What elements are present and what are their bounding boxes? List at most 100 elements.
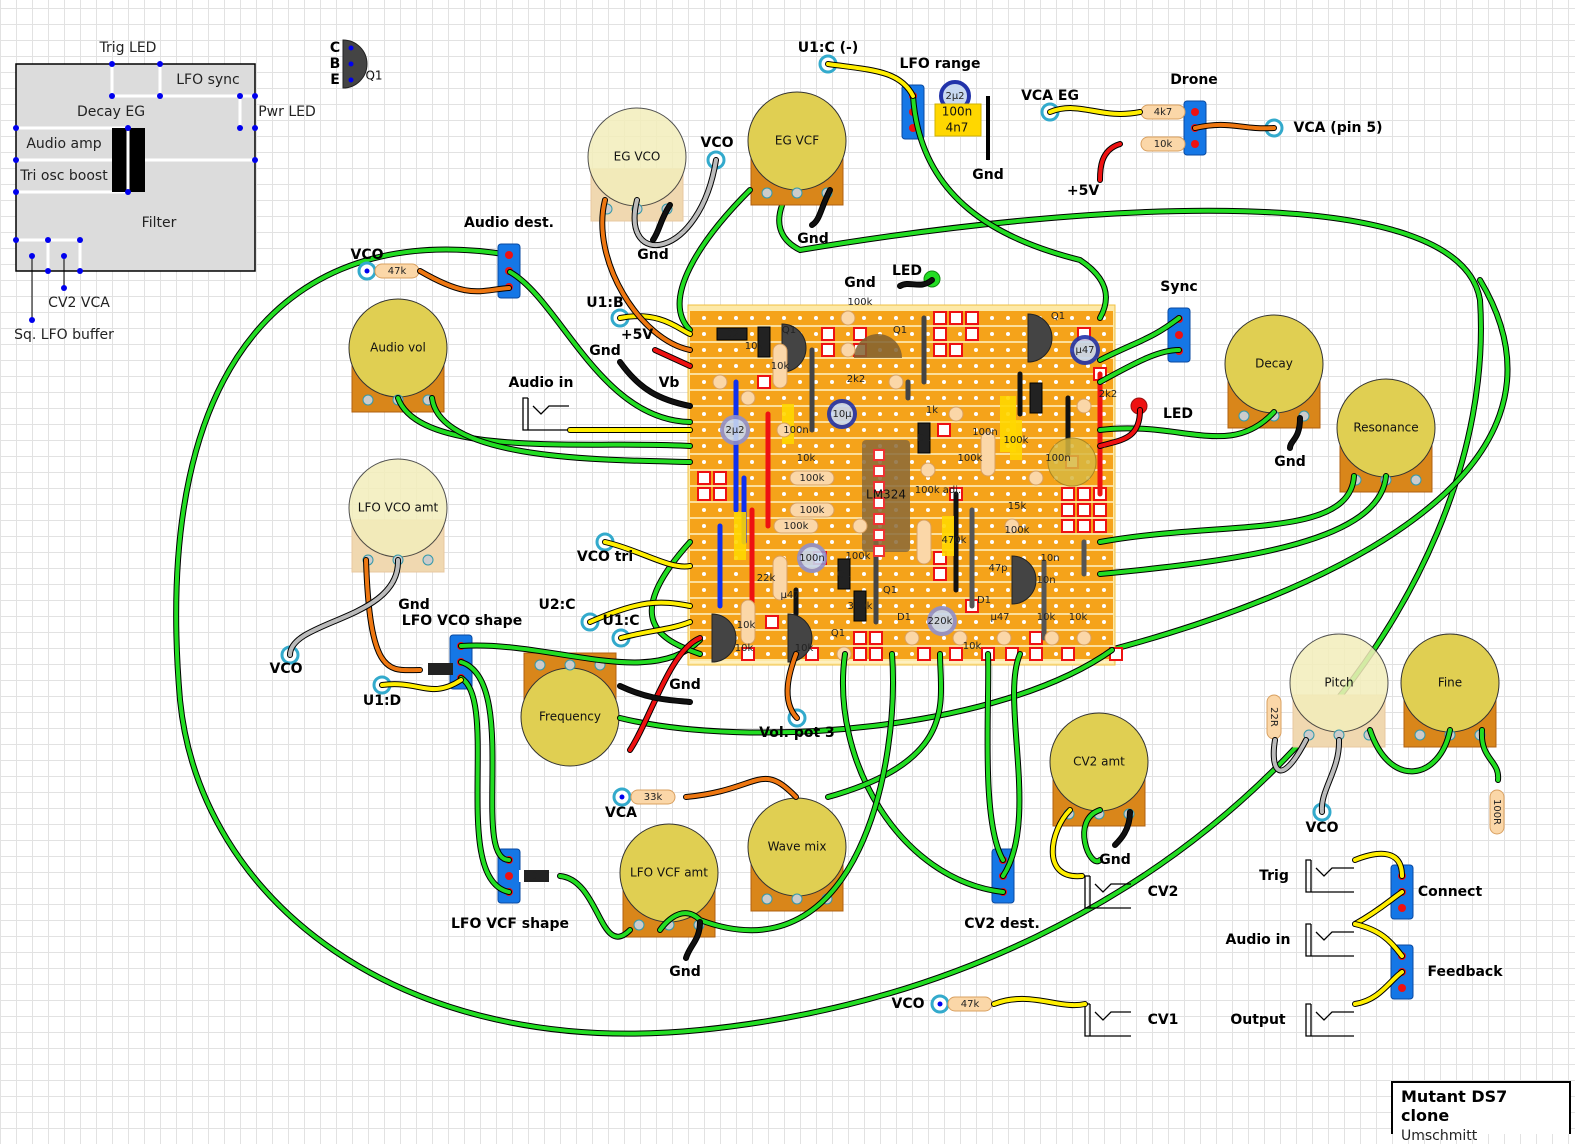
audio-jack[interactable] bbox=[1084, 875, 1131, 909]
track-cut bbox=[1029, 647, 1043, 661]
hole bbox=[1038, 620, 1042, 624]
hole bbox=[718, 396, 722, 400]
legend-label: Trig LED bbox=[99, 40, 157, 56]
audio-jack[interactable] bbox=[1084, 1003, 1131, 1037]
text-label: Trig bbox=[1259, 868, 1289, 884]
resistor-value: 47k bbox=[961, 999, 980, 1010]
track-cut bbox=[869, 647, 883, 661]
track-cut bbox=[853, 647, 867, 661]
hole bbox=[750, 380, 754, 384]
hole bbox=[942, 412, 946, 416]
hole bbox=[910, 652, 914, 656]
audio-jack[interactable] bbox=[1305, 1003, 1354, 1037]
hole bbox=[1022, 540, 1026, 544]
legend-label: Filter bbox=[142, 215, 177, 231]
hole bbox=[1054, 332, 1058, 336]
hole bbox=[1022, 492, 1026, 496]
board-component-label: 10k bbox=[771, 361, 790, 372]
switch-lug bbox=[1175, 331, 1183, 339]
hole bbox=[798, 588, 802, 592]
hole bbox=[894, 636, 898, 640]
hole bbox=[878, 588, 882, 592]
wire-red bbox=[1098, 408, 1142, 448]
hole bbox=[750, 316, 754, 320]
text-label: VCA (pin 5) bbox=[1293, 120, 1382, 136]
board-component-label: 100n bbox=[972, 427, 997, 438]
transistor bbox=[854, 334, 902, 358]
audio-jack[interactable] bbox=[522, 397, 569, 431]
node-dot bbox=[13, 125, 19, 131]
transistor bbox=[781, 323, 807, 373]
wire-green bbox=[1098, 316, 1181, 362]
hole bbox=[910, 460, 914, 464]
text-label: Audio in bbox=[1226, 932, 1291, 948]
hole bbox=[1006, 460, 1010, 464]
board-component-label: 10µ bbox=[832, 409, 852, 420]
hole bbox=[1038, 524, 1042, 528]
audio-jack[interactable] bbox=[1305, 859, 1354, 893]
hole bbox=[958, 396, 962, 400]
pot-lug bbox=[791, 187, 803, 199]
text-label: LFO VCF shape bbox=[451, 916, 569, 932]
hole bbox=[1006, 476, 1010, 480]
track-cut bbox=[821, 327, 835, 341]
hole bbox=[878, 428, 882, 432]
hole bbox=[766, 556, 770, 560]
text-label: Gnd bbox=[1099, 852, 1130, 868]
diode bbox=[423, 663, 453, 675]
switch-lug bbox=[1191, 108, 1199, 116]
audio-jack[interactable] bbox=[1305, 923, 1354, 957]
hole bbox=[1038, 444, 1042, 448]
hole bbox=[958, 332, 962, 336]
hole bbox=[798, 380, 802, 384]
pot-lug bbox=[1414, 729, 1426, 741]
hole bbox=[894, 604, 898, 608]
wire-green bbox=[430, 396, 692, 464]
resistor bbox=[916, 519, 932, 565]
hole bbox=[878, 316, 882, 320]
hole bbox=[846, 380, 850, 384]
hole bbox=[1006, 348, 1010, 352]
cap-value: 100n bbox=[942, 105, 973, 119]
hole bbox=[910, 572, 914, 576]
text-label: Gnd bbox=[1274, 454, 1305, 470]
board-component-label: 10k bbox=[963, 641, 982, 652]
transistor bbox=[711, 613, 737, 663]
wire-yellow bbox=[1353, 851, 1404, 878]
hole bbox=[1006, 588, 1010, 592]
transistor-pin-label: C bbox=[330, 40, 340, 56]
pot-label: Resonance bbox=[1353, 421, 1418, 435]
hole bbox=[1086, 412, 1090, 416]
hole bbox=[1038, 588, 1042, 592]
potentiometer: Wave mix bbox=[747, 797, 847, 912]
legend-label: Audio amp bbox=[26, 136, 101, 152]
board-component-label: 100n bbox=[799, 553, 824, 564]
hole bbox=[830, 572, 834, 576]
hole bbox=[702, 460, 706, 464]
wire-orange bbox=[1193, 122, 1276, 131]
track-cut bbox=[1077, 503, 1091, 517]
pot-label: LFO VCF amt bbox=[630, 866, 708, 880]
pot-label: Fine bbox=[1438, 676, 1462, 690]
hole bbox=[718, 316, 722, 320]
hole bbox=[782, 604, 786, 608]
hole bbox=[974, 492, 978, 496]
hole bbox=[702, 604, 706, 608]
hole bbox=[830, 492, 834, 496]
hole bbox=[846, 476, 850, 480]
hole bbox=[926, 348, 930, 352]
hole bbox=[1054, 588, 1058, 592]
hole bbox=[990, 540, 994, 544]
wire-black bbox=[1113, 810, 1132, 847]
hole bbox=[942, 588, 946, 592]
wire-green bbox=[1098, 348, 1181, 384]
text-label: Drone bbox=[1170, 72, 1218, 88]
hole bbox=[990, 508, 994, 512]
board-component-label: 100n bbox=[783, 425, 808, 436]
hole bbox=[926, 604, 930, 608]
hole bbox=[958, 444, 962, 448]
terminal-dot bbox=[619, 794, 625, 800]
board-component-label: Q1 bbox=[837, 569, 851, 580]
hole bbox=[990, 636, 994, 640]
hole bbox=[814, 588, 818, 592]
